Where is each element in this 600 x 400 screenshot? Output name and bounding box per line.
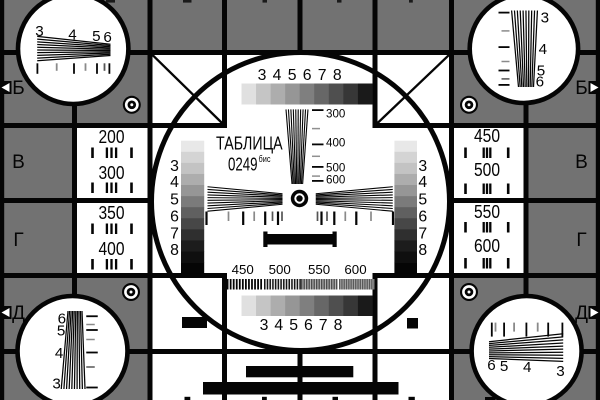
svg-text:В: В xyxy=(12,152,25,173)
svg-text:5: 5 xyxy=(57,323,65,340)
svg-text:6: 6 xyxy=(536,73,544,90)
svg-text:3: 3 xyxy=(260,317,269,334)
svg-text:500: 500 xyxy=(474,159,500,180)
svg-text:Д: Д xyxy=(575,303,588,324)
svg-text:550: 550 xyxy=(474,201,500,222)
svg-text:0249: 0249 xyxy=(228,154,258,175)
svg-text:550: 550 xyxy=(308,262,330,277)
svg-text:450: 450 xyxy=(474,125,500,146)
svg-text:600: 600 xyxy=(474,235,500,256)
svg-text:350: 350 xyxy=(99,202,125,223)
svg-text:8: 8 xyxy=(333,67,342,84)
svg-text:400: 400 xyxy=(99,238,125,259)
svg-text:3: 3 xyxy=(556,363,564,380)
svg-text:300: 300 xyxy=(326,107,345,120)
svg-text:4: 4 xyxy=(418,174,427,191)
svg-text:600: 600 xyxy=(344,262,366,277)
svg-text:4: 4 xyxy=(68,26,76,43)
svg-text:8: 8 xyxy=(170,242,179,259)
svg-text:500: 500 xyxy=(326,162,345,175)
svg-text:4: 4 xyxy=(539,41,547,58)
svg-text:4: 4 xyxy=(55,345,63,362)
svg-text:Г: Г xyxy=(576,230,586,251)
svg-text:600: 600 xyxy=(326,174,345,187)
svg-text:4: 4 xyxy=(274,317,283,334)
svg-text:5: 5 xyxy=(418,191,427,208)
svg-text:8: 8 xyxy=(418,242,427,259)
svg-text:5: 5 xyxy=(537,62,545,79)
svg-text:7: 7 xyxy=(418,225,427,242)
svg-text:7: 7 xyxy=(170,225,179,242)
svg-text:3: 3 xyxy=(52,376,60,393)
svg-text:В: В xyxy=(575,152,588,173)
svg-text:Б: Б xyxy=(575,78,587,99)
svg-text:4: 4 xyxy=(523,359,531,376)
svg-text:7: 7 xyxy=(318,67,327,84)
svg-text:5: 5 xyxy=(170,191,179,208)
svg-text:6: 6 xyxy=(487,357,495,374)
svg-text:6: 6 xyxy=(103,29,111,46)
svg-text:500: 500 xyxy=(269,262,291,277)
svg-text:6: 6 xyxy=(418,208,427,225)
svg-text:5: 5 xyxy=(500,358,508,375)
svg-text:5: 5 xyxy=(289,317,298,334)
svg-text:3: 3 xyxy=(418,158,427,175)
svg-text:400: 400 xyxy=(326,137,345,150)
svg-text:8: 8 xyxy=(334,317,343,334)
svg-text:6: 6 xyxy=(170,208,179,225)
svg-text:ТАБЛИЦА: ТАБЛИЦА xyxy=(216,132,283,153)
svg-text:300: 300 xyxy=(99,162,125,183)
svg-text:3: 3 xyxy=(170,158,179,175)
svg-text:6: 6 xyxy=(304,317,313,334)
svg-text:450: 450 xyxy=(232,262,254,277)
svg-text:Б: Б xyxy=(12,78,24,99)
svg-text:200: 200 xyxy=(99,126,125,147)
svg-text:3: 3 xyxy=(35,23,43,40)
svg-text:5: 5 xyxy=(288,67,297,84)
svg-text:5: 5 xyxy=(92,28,100,45)
svg-text:бис: бис xyxy=(259,154,271,164)
svg-text:Г: Г xyxy=(13,230,23,251)
svg-text:3: 3 xyxy=(258,67,267,84)
svg-text:4: 4 xyxy=(170,174,179,191)
svg-text:6: 6 xyxy=(58,311,66,328)
svg-text:3: 3 xyxy=(541,10,549,27)
svg-text:7: 7 xyxy=(319,317,328,334)
svg-text:4: 4 xyxy=(273,67,282,84)
svg-text:6: 6 xyxy=(303,67,312,84)
svg-text:Д: Д xyxy=(12,303,25,324)
